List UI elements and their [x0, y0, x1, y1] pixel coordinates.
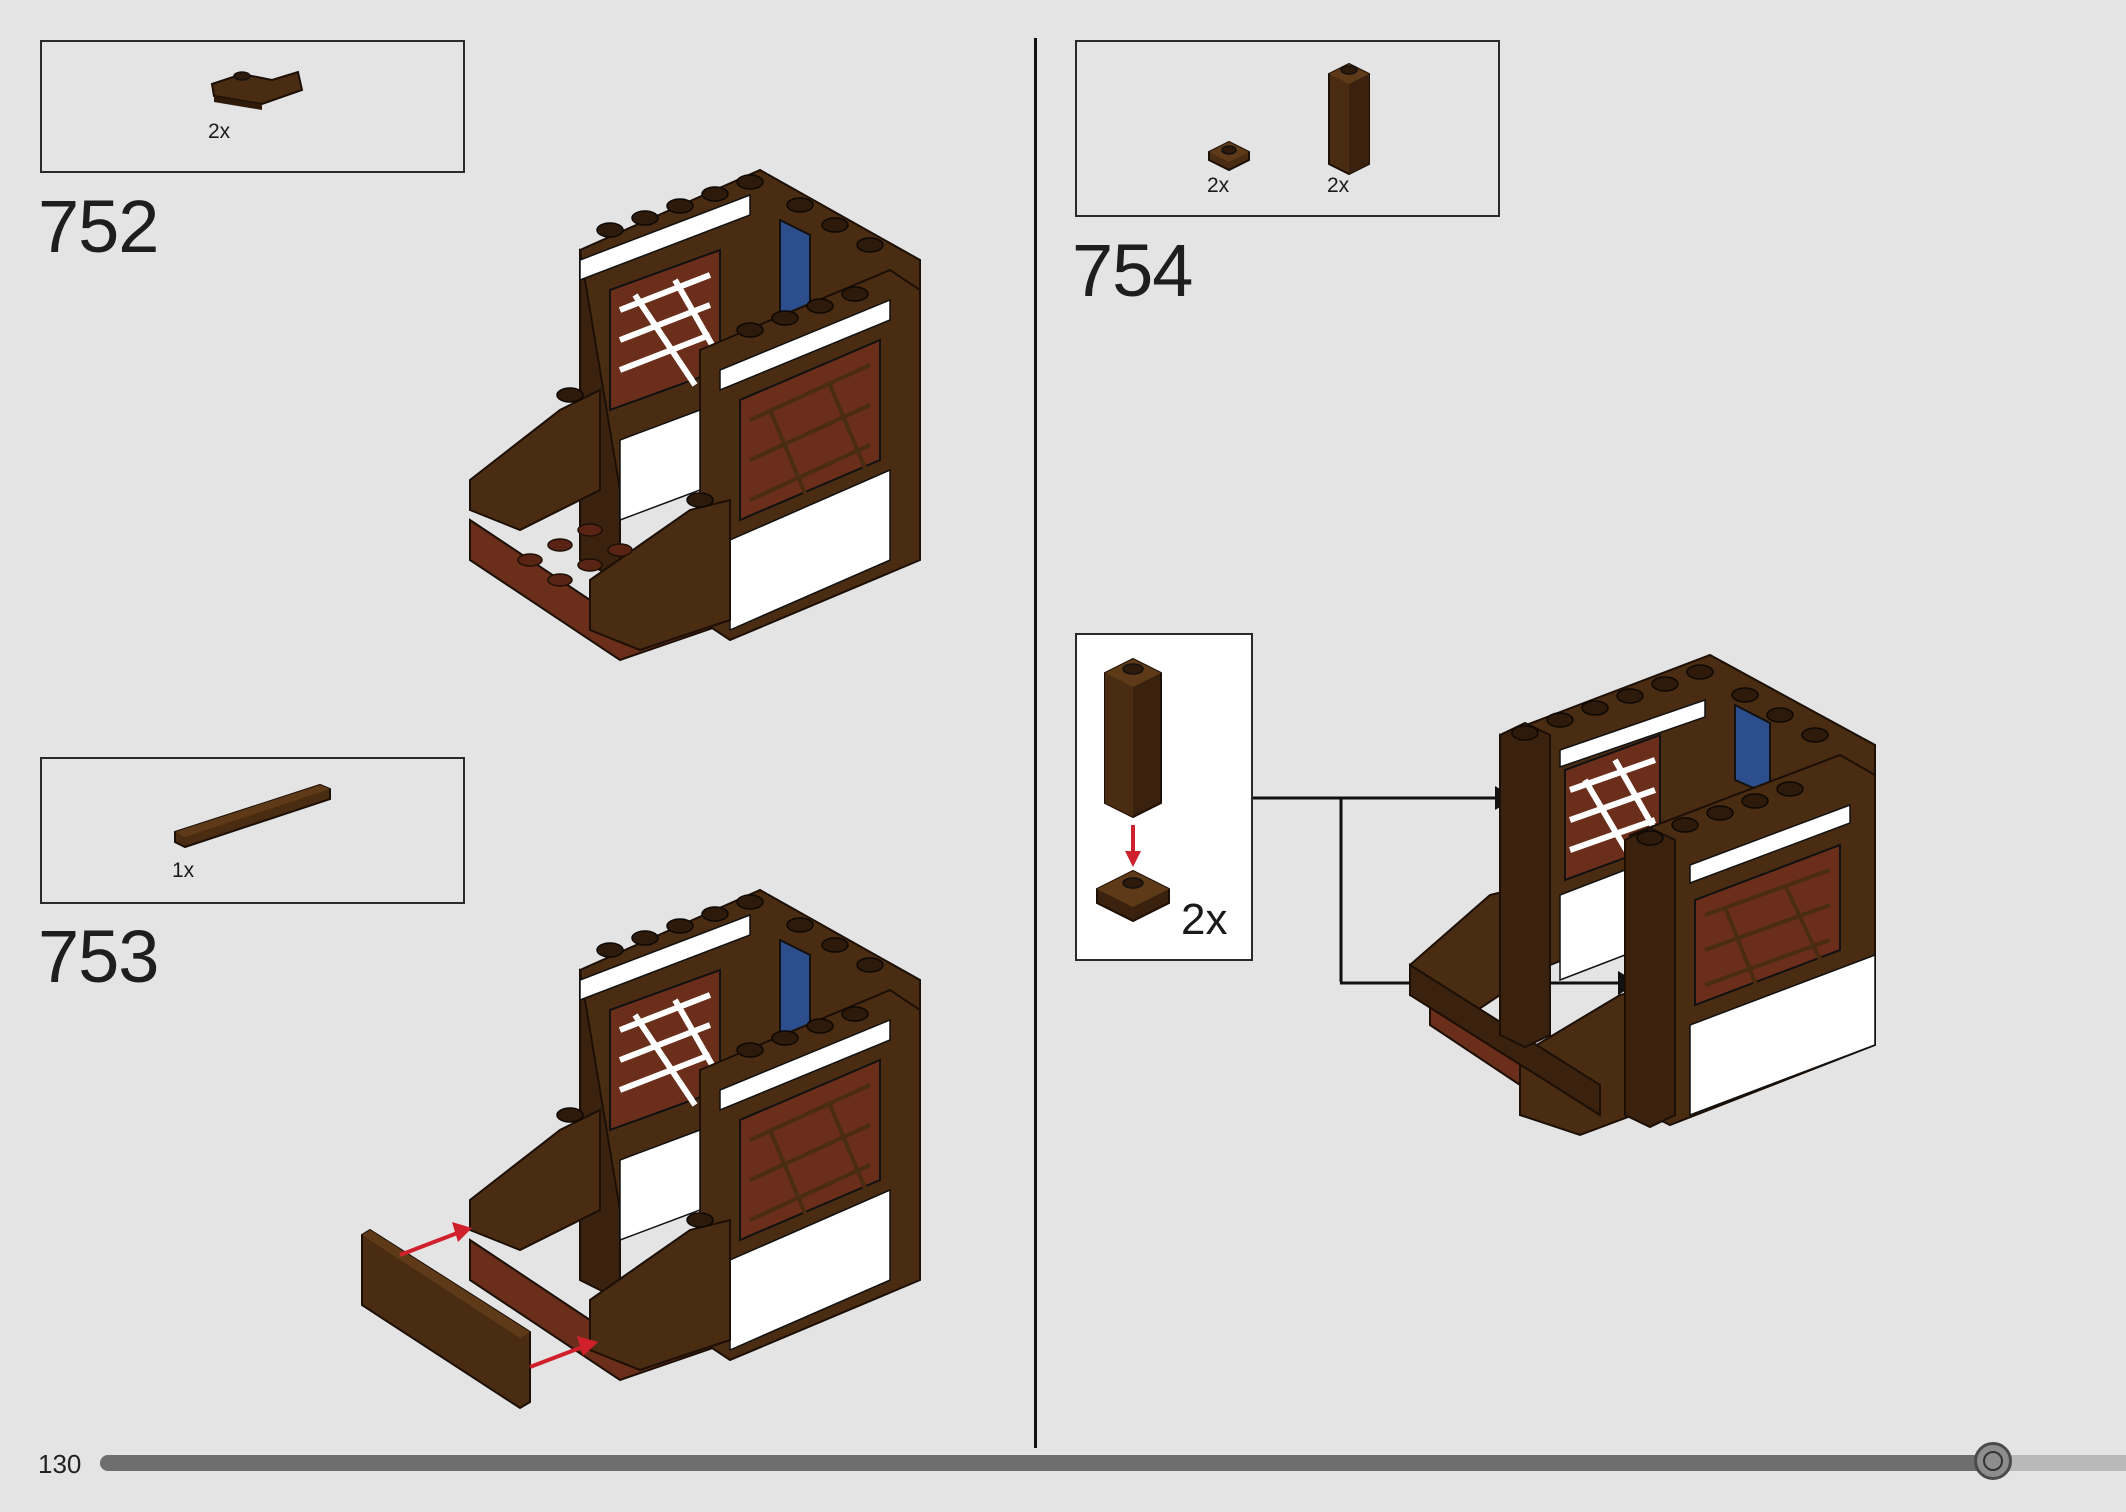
step-754-model [1409, 653, 1876, 1137]
step-752-number: 752 [38, 185, 159, 268]
step-753-number: 753 [38, 915, 159, 998]
step-753-model [361, 888, 921, 1410]
page-progress-fill [100, 1455, 1993, 1471]
curved-slope-brick-icon [210, 70, 304, 110]
tile-1x1-icon [1208, 140, 1250, 172]
page-progress-handle[interactable] [1973, 1442, 2012, 1480]
step-752-part-qty: 2x [208, 120, 231, 143]
step-754-number: 754 [1072, 229, 1193, 312]
step-752-model [469, 168, 921, 662]
page-progress-bar[interactable] [100, 1442, 2126, 1480]
page-divider [1034, 38, 1037, 1448]
page-number: 130 [38, 1449, 82, 1479]
step-754-part-1-qty: 2x [1207, 174, 1230, 197]
step-753-part-qty: 1x [172, 859, 195, 882]
brick-on-tile-subassembly-icon [1096, 657, 1170, 923]
step-754-callout-box: 2x [1075, 633, 1253, 961]
step-754-callout-qty: 2x [1181, 895, 1228, 944]
tall-brick-1x1x3-icon [1328, 62, 1370, 176]
long-plate-icon [174, 783, 331, 849]
step-754-parts-box: 2x 2x [1075, 40, 1500, 217]
step-753-parts-box: 1x [40, 757, 465, 904]
step-754-part-2-qty: 2x [1327, 174, 1350, 197]
step-752-parts-box: 2x [40, 40, 465, 173]
